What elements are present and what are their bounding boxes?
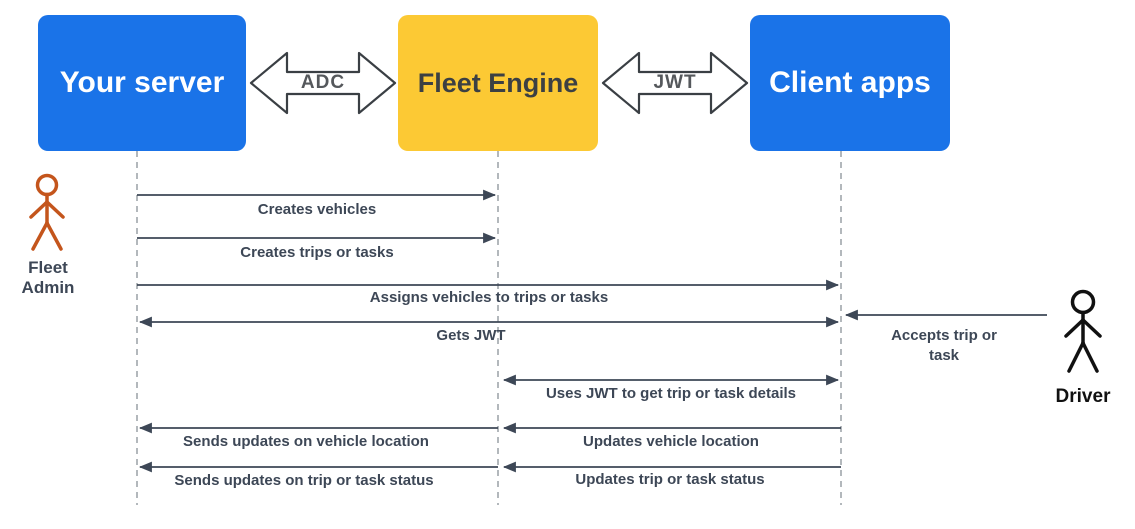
fleet-engine-label: Fleet Engine <box>417 67 579 98</box>
your-server-box: Your server <box>38 15 246 151</box>
fleet-engine-box: Fleet Engine <box>398 15 598 151</box>
fleet-admin-label: Fleet Admin <box>21 258 75 298</box>
your-server-label: Your server <box>59 66 225 99</box>
msg-sends-updates-trip-status: Sends updates on trip or task status <box>174 472 434 489</box>
fleet-admin-icon <box>29 173 65 251</box>
adc-connector: ADC <box>249 51 397 115</box>
client-apps-label: Client apps <box>769 66 931 99</box>
msg-uses-jwt: Uses JWT to get trip or task details <box>545 385 797 402</box>
msg-updates-trip-status: Updates trip or task status <box>575 471 765 488</box>
jwt-label: JWT <box>653 72 697 93</box>
jwt-connector: JWT <box>601 51 749 115</box>
msg-creates-vehicles: Creates vehicles <box>257 201 377 218</box>
client-apps-box: Client apps <box>750 15 950 151</box>
msg-gets-jwt: Gets JWT <box>436 327 506 344</box>
double-arrow-shape <box>249 51 397 115</box>
adc-label: ADC <box>300 72 346 93</box>
driver-label: Driver <box>1055 386 1111 407</box>
msg-creates-trips-or-tasks: Creates trips or tasks <box>240 244 394 261</box>
msg-assigns-vehicles: Assigns vehicles to trips or tasks <box>369 289 609 306</box>
msg-accepts-trip-or-task: Accepts trip or task <box>891 327 997 365</box>
msg-updates-vehicle-location: Updates vehicle location <box>583 433 759 450</box>
double-arrow-shape <box>601 51 749 115</box>
driver-icon <box>1064 289 1102 373</box>
msg-sends-updates-vehicle-location: Sends updates on vehicle location <box>183 433 429 450</box>
